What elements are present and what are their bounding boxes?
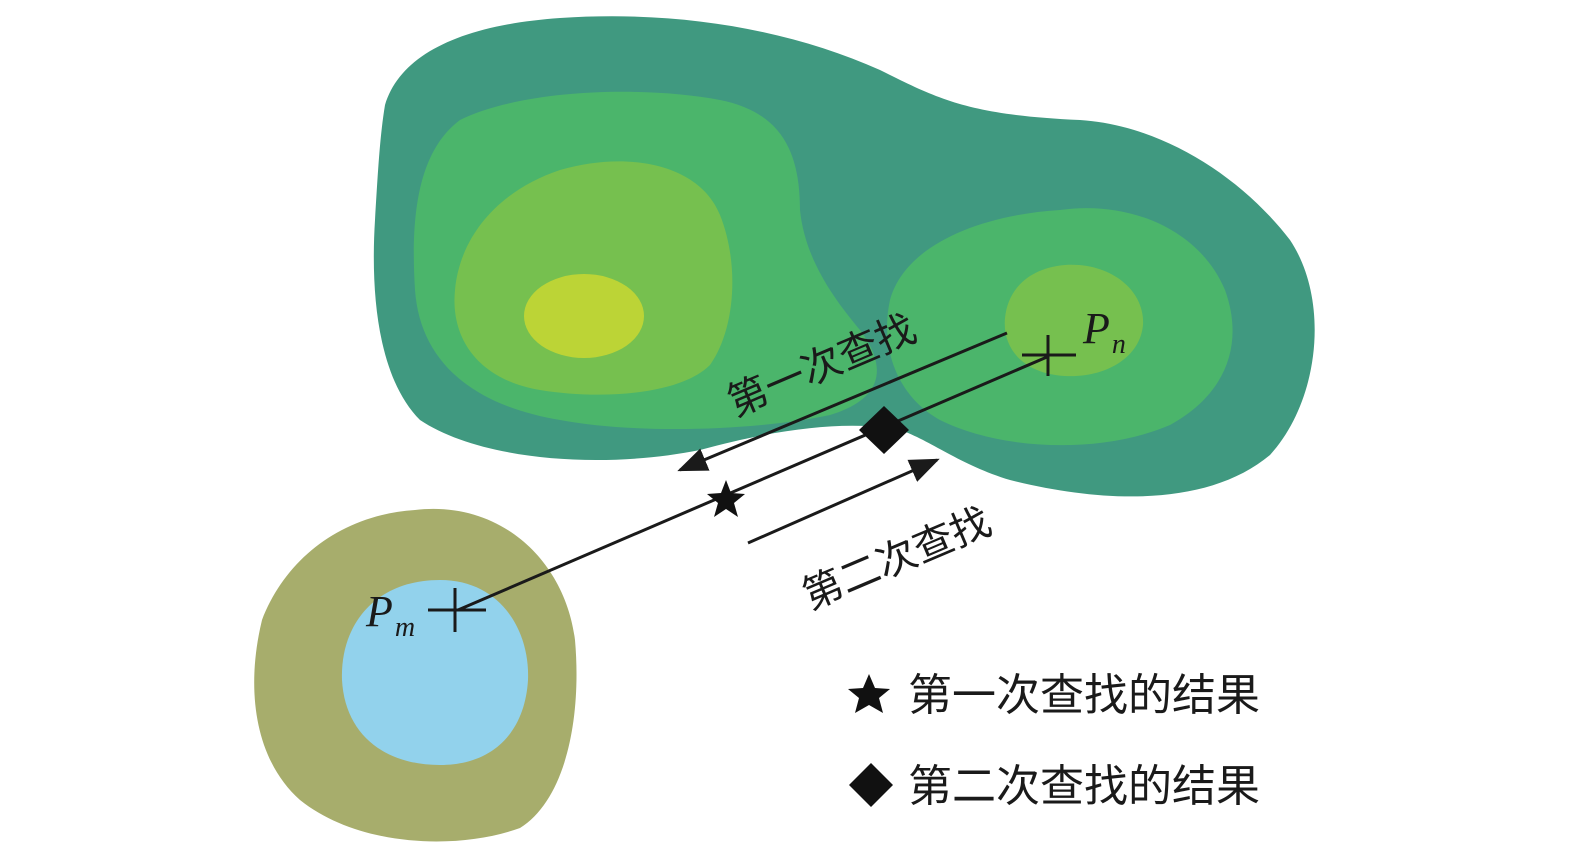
- second-search-label: 第二次查找: [796, 499, 998, 619]
- legend: 第一次查找的结果 第二次查找的结果: [848, 670, 1260, 812]
- legend-item-second-result: 第二次查找的结果: [908, 761, 1260, 812]
- diamond-icon: [859, 406, 909, 454]
- second-search-arrow: [747, 458, 940, 545]
- left-peak-yellow-core: [524, 274, 644, 358]
- connecting-line: [457, 355, 1048, 612]
- point-n-label: Pn: [1082, 304, 1126, 360]
- legend-star-icon: [848, 674, 890, 713]
- legend-item-first-result: 第一次查找的结果: [908, 670, 1260, 721]
- legend-diamond-icon: [849, 763, 893, 807]
- right-contour-light-green: [1004, 264, 1144, 377]
- point-m-marker: [428, 588, 486, 632]
- point-m-label: Pm: [365, 587, 415, 643]
- upper-contour-region: [373, 16, 1315, 497]
- search-paths: [457, 331, 1048, 612]
- first-search-arrow: [677, 331, 1008, 472]
- inner-contour-light-blue: [341, 580, 529, 765]
- lower-contour-region: [254, 508, 577, 842]
- star-icon: [707, 480, 745, 517]
- point-n-marker: [1022, 335, 1076, 376]
